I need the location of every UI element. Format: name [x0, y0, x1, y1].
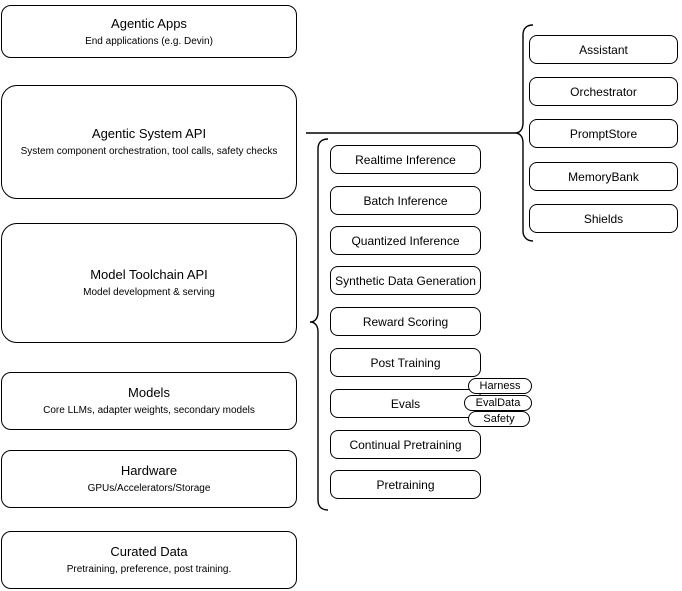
eval-tag-safety[interactable]: Safety: [468, 411, 530, 427]
toolchain-item-evals[interactable]: Evals: [330, 389, 481, 418]
toolchain-item-batch-inference[interactable]: Batch Inference: [330, 186, 481, 215]
eval-tag-evaldata[interactable]: EvalData: [464, 395, 532, 411]
node-title: Curated Data: [110, 544, 188, 559]
system-component-shields[interactable]: Shields: [529, 204, 678, 233]
toolchain-item-label: Pretraining: [376, 477, 435, 492]
node-subtitle: Pretraining, preference, post training.: [66, 564, 232, 575]
node-title: Hardware: [120, 463, 178, 478]
node-agentic-apps[interactable]: Agentic Apps End applications (e.g. Devi…: [1, 5, 297, 58]
node-hardware[interactable]: Hardware GPUs/Accelerators/Storage: [1, 450, 297, 508]
eval-tag-label: Safety: [483, 413, 515, 425]
system-component-memorybank[interactable]: MemoryBank: [529, 162, 678, 191]
node-title: Models: [128, 385, 170, 400]
toolchain-item-label: Batch Inference: [363, 193, 448, 208]
toolchain-item-reward-scoring[interactable]: Reward Scoring: [330, 307, 481, 336]
toolchain-item-realtime-inference[interactable]: Realtime Inference: [330, 145, 481, 174]
system-component-assistant[interactable]: Assistant: [529, 35, 678, 64]
toolchain-item-label: Post Training: [370, 355, 441, 370]
node-subtitle: Core LLMs, adapter weights, secondary mo…: [43, 405, 255, 416]
system-component-label: Orchestrator: [570, 84, 637, 99]
toolchain-item-label: Synthetic Data Generation: [335, 273, 476, 288]
toolchain-item-synthetic-data-generation[interactable]: Synthetic Data Generation: [330, 266, 481, 295]
toolchain-item-continual-pretraining[interactable]: Continual Pretraining: [330, 430, 481, 459]
node-title: Agentic System API: [91, 126, 207, 141]
toolchain-item-post-training[interactable]: Post Training: [330, 348, 481, 377]
eval-tag-harness[interactable]: Harness: [468, 378, 532, 394]
toolchain-item-label: Realtime Inference: [355, 152, 456, 167]
node-subtitle: Model development & serving: [83, 287, 215, 298]
node-title: Agentic Apps: [111, 15, 187, 31]
node-model-toolchain-api[interactable]: Model Toolchain API Model development & …: [1, 223, 297, 343]
system-component-label: Shields: [583, 211, 624, 226]
node-subtitle: End applications (e.g. Devin): [85, 35, 213, 47]
system-component-label: PromptStore: [569, 126, 638, 141]
system-component-promptstore[interactable]: PromptStore: [529, 119, 678, 148]
eval-tag-label: EvalData: [475, 397, 521, 409]
node-curated-data[interactable]: Curated Data Pretraining, preference, po…: [1, 531, 297, 589]
node-subtitle: System component orchestration, tool cal…: [20, 146, 278, 157]
toolchain-brace: [309, 138, 329, 511]
node-subtitle: GPUs/Accelerators/Storage: [87, 483, 211, 494]
node-agentic-system-api[interactable]: Agentic System API System component orch…: [1, 85, 297, 199]
system-component-label: Assistant: [579, 42, 628, 57]
toolchain-item-label: Quantized Inference: [351, 233, 460, 248]
toolchain-item-pretraining[interactable]: Pretraining: [330, 470, 481, 499]
toolchain-item-label: Evals: [390, 396, 421, 411]
system-component-label: MemoryBank: [568, 169, 639, 184]
node-title: Model Toolchain API: [90, 267, 208, 282]
toolchain-item-label: Reward Scoring: [362, 314, 449, 329]
toolchain-item-label: Continual Pretraining: [349, 437, 462, 452]
toolchain-item-quantized-inference[interactable]: Quantized Inference: [330, 226, 481, 255]
system-component-orchestrator[interactable]: Orchestrator: [529, 77, 678, 106]
node-models[interactable]: Models Core LLMs, adapter weights, secon…: [1, 372, 297, 430]
eval-tag-label: Harness: [479, 380, 521, 392]
